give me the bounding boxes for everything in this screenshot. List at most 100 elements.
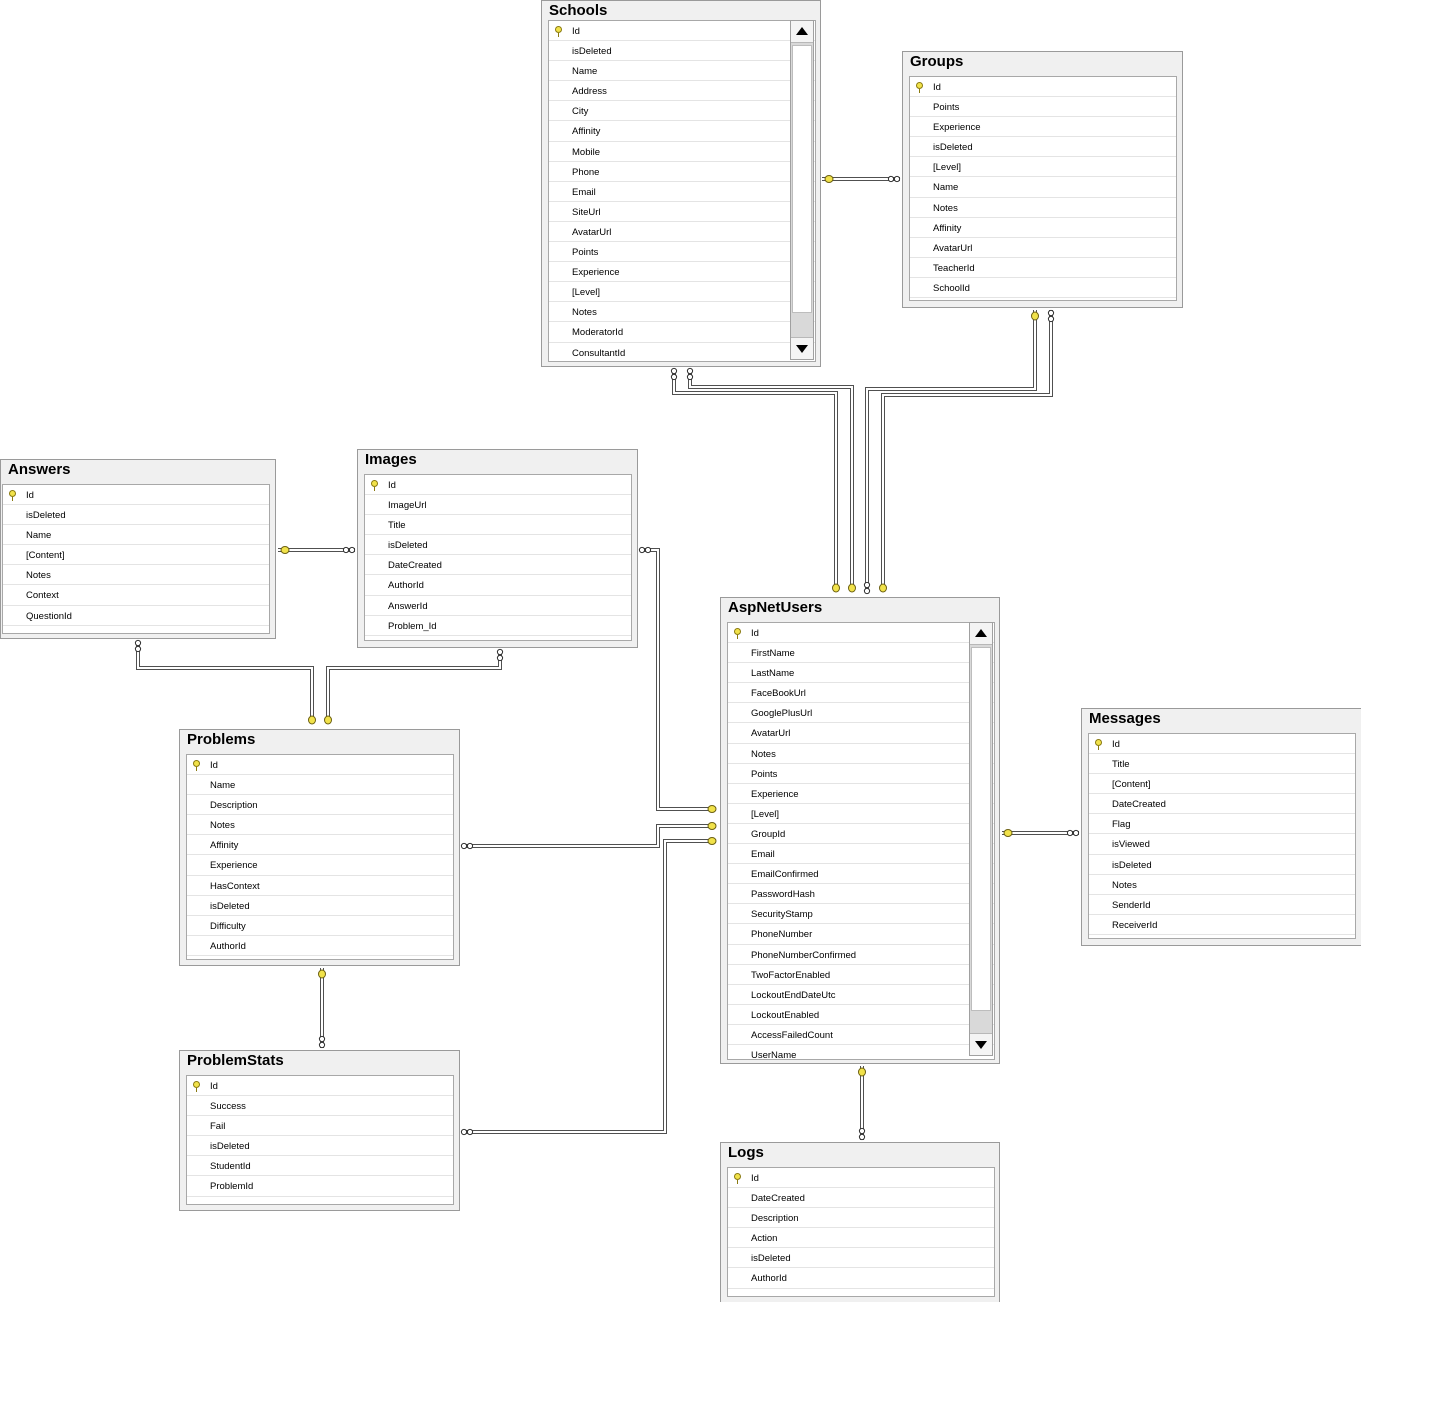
scroll-down-icon[interactable] — [791, 337, 813, 359]
column-row[interactable]: GooglePlusUrl — [728, 703, 994, 724]
column-row[interactable]: UserName — [728, 1045, 994, 1059]
scroll-thumb[interactable] — [971, 647, 991, 1011]
column-row[interactable]: [Content] — [1089, 774, 1355, 795]
column-row[interactable]: EmailConfirmed — [728, 864, 994, 885]
vertical-scrollbar[interactable] — [969, 622, 993, 1056]
column-row[interactable]: Difficulty — [187, 916, 453, 936]
column-row[interactable]: FaceBookUrl — [728, 683, 994, 704]
column-row[interactable]: Fail — [187, 1116, 453, 1137]
column-row[interactable]: isDeleted — [187, 896, 453, 916]
column-row[interactable]: Id — [1089, 734, 1355, 755]
column-row[interactable]: AuthorId — [728, 1268, 994, 1289]
column-row[interactable]: Id — [187, 755, 453, 776]
column-row[interactable]: Name — [549, 61, 815, 82]
column-row[interactable]: Description — [728, 1208, 994, 1229]
column-row[interactable]: Name — [187, 775, 453, 796]
column-row[interactable]: Affinity — [549, 121, 815, 142]
column-row[interactable]: Mobile — [549, 142, 815, 162]
column-row[interactable]: ModeratorId — [549, 322, 815, 343]
column-row[interactable]: isDeleted — [3, 505, 269, 526]
column-row[interactable]: DateCreated — [728, 1188, 994, 1209]
column-row[interactable]: Affinity — [910, 218, 1176, 238]
column-row[interactable]: AnswerId — [365, 596, 631, 616]
column-row[interactable]: SchoolId — [910, 278, 1176, 299]
column-row[interactable]: Title — [365, 515, 631, 536]
column-row[interactable]: AccessFailedCount — [728, 1025, 994, 1045]
column-row[interactable]: Id — [365, 475, 631, 496]
column-row[interactable]: AuthorId — [187, 936, 453, 956]
column-row[interactable]: TwoFactorEnabled — [728, 965, 994, 985]
column-row[interactable]: Id — [728, 1168, 994, 1189]
vertical-scrollbar[interactable] — [790, 20, 814, 360]
column-row[interactable]: isDeleted — [1089, 855, 1355, 875]
column-row[interactable]: TeacherId — [910, 258, 1176, 278]
column-row[interactable]: DateCreated — [365, 555, 631, 576]
column-row[interactable]: Name — [910, 177, 1176, 198]
scroll-up-icon[interactable] — [791, 21, 813, 43]
column-row[interactable]: QuestionId — [3, 606, 269, 626]
column-row[interactable]: Notes — [187, 815, 453, 836]
column-row[interactable]: LastName — [728, 663, 994, 684]
column-row[interactable]: isDeleted — [365, 535, 631, 556]
column-row[interactable]: Title — [1089, 754, 1355, 775]
column-row[interactable]: PhoneNumber — [728, 924, 994, 945]
column-row[interactable]: City — [549, 101, 815, 122]
column-row[interactable]: AvatarUrl — [910, 238, 1176, 258]
column-row[interactable]: SecurityStamp — [728, 904, 994, 925]
column-row[interactable]: HasContext — [187, 876, 453, 896]
column-row[interactable]: FirstName — [728, 643, 994, 664]
column-row[interactable]: isDeleted — [549, 41, 815, 62]
column-row[interactable]: Points — [728, 764, 994, 784]
column-row[interactable]: PasswordHash — [728, 884, 994, 905]
column-row[interactable]: Id — [549, 21, 815, 42]
scroll-down-icon[interactable] — [970, 1033, 992, 1055]
column-row[interactable]: Notes — [549, 302, 815, 323]
column-row[interactable]: Notes — [1089, 875, 1355, 895]
column-row[interactable]: Points — [910, 97, 1176, 118]
column-row[interactable]: Id — [187, 1076, 453, 1097]
column-row[interactable]: Email — [728, 844, 994, 865]
column-row[interactable]: Address — [549, 81, 815, 102]
column-row[interactable]: Experience — [728, 784, 994, 804]
column-row[interactable]: Id — [3, 485, 269, 506]
scroll-up-icon[interactable] — [970, 623, 992, 645]
column-row[interactable]: [Content] — [3, 545, 269, 566]
column-row[interactable]: Notes — [728, 744, 994, 764]
column-row[interactable]: DateCreated — [1089, 794, 1355, 815]
column-row[interactable]: LockoutEnabled — [728, 1005, 994, 1025]
column-row[interactable]: Id — [910, 77, 1176, 98]
column-row[interactable]: Problem_Id — [365, 616, 631, 636]
column-row[interactable]: PhoneNumberConfirmed — [728, 945, 994, 965]
column-row[interactable]: ImageUrl — [365, 495, 631, 516]
column-row[interactable]: StudentId — [187, 1156, 453, 1177]
column-row[interactable]: isViewed — [1089, 834, 1355, 855]
column-row[interactable]: Description — [187, 795, 453, 816]
column-row[interactable]: SiteUrl — [549, 202, 815, 222]
column-row[interactable]: ConsultantId — [549, 343, 815, 362]
column-row[interactable]: GroupId — [728, 824, 994, 845]
column-row[interactable]: Flag — [1089, 814, 1355, 835]
column-row[interactable]: Experience — [187, 855, 453, 876]
column-row[interactable]: Experience — [549, 262, 815, 283]
column-row[interactable]: Experience — [910, 117, 1176, 138]
column-row[interactable]: SenderId — [1089, 895, 1355, 915]
column-row[interactable]: Notes — [910, 198, 1176, 218]
column-row[interactable]: LockoutEndDateUtc — [728, 985, 994, 1005]
column-row[interactable]: Success — [187, 1096, 453, 1117]
scroll-thumb[interactable] — [792, 45, 812, 313]
column-row[interactable]: Notes — [3, 565, 269, 586]
column-row[interactable]: Phone — [549, 162, 815, 182]
column-row[interactable]: isDeleted — [910, 137, 1176, 158]
column-row[interactable]: Affinity — [187, 835, 453, 856]
column-row[interactable]: Points — [549, 242, 815, 263]
column-row[interactable]: isDeleted — [187, 1136, 453, 1157]
column-row[interactable]: Action — [728, 1228, 994, 1249]
